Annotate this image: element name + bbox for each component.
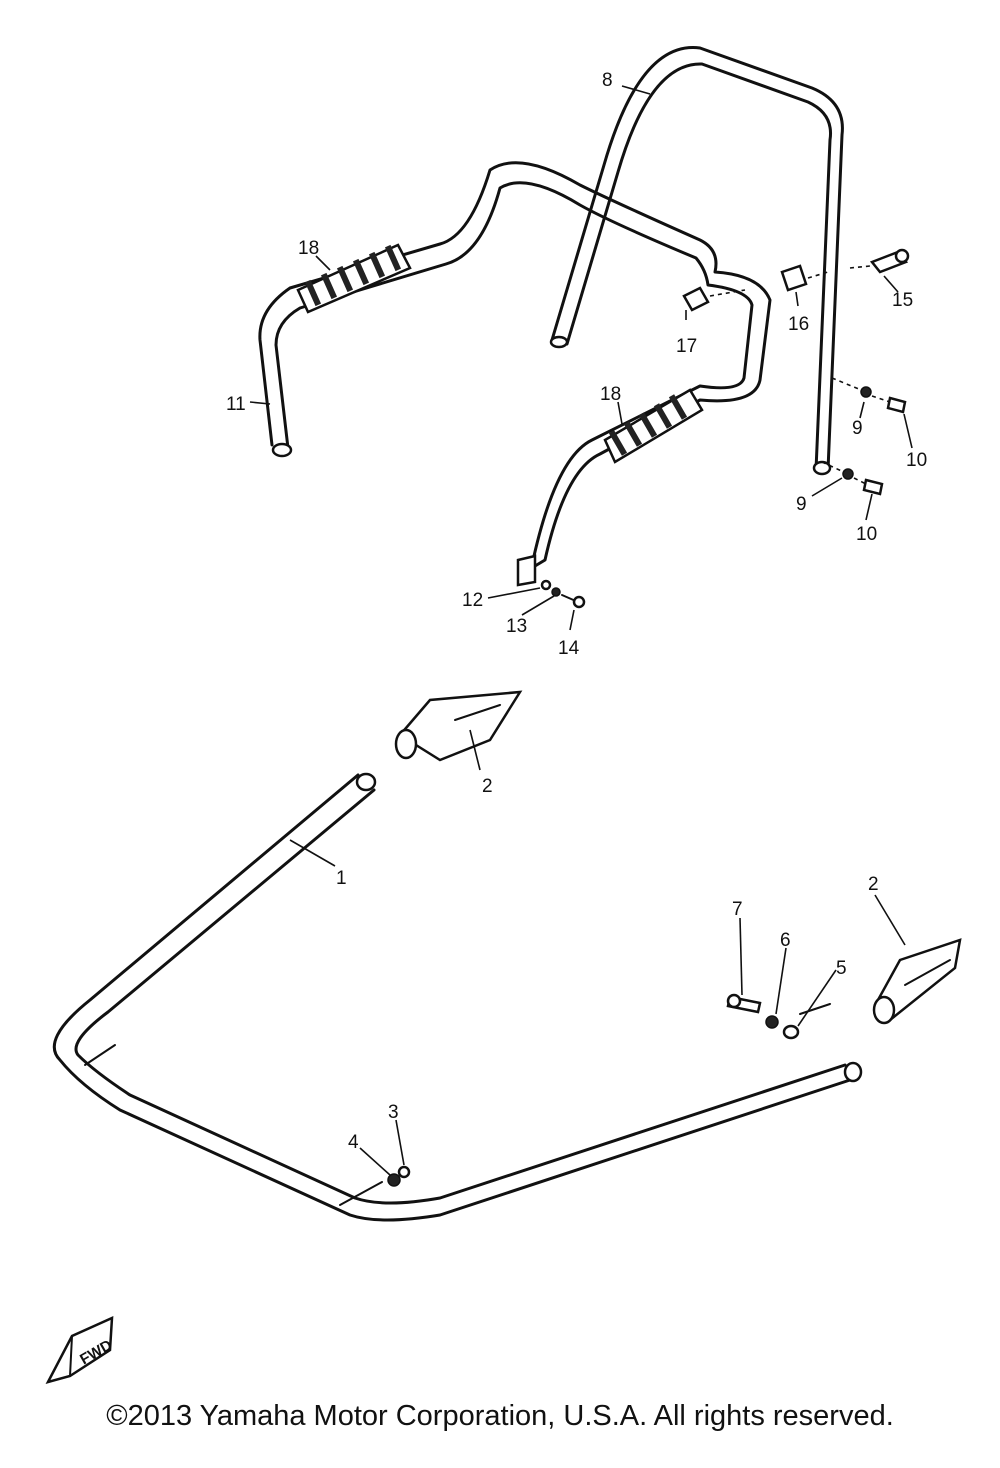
nut-6 <box>765 1015 779 1029</box>
callout-12: 12 <box>462 590 483 611</box>
copyright-notice: ©2013 Yamaha Motor Corporation, U.S.A. A… <box>106 1400 894 1432</box>
fastener-17 <box>682 286 746 312</box>
callout-11: 11 <box>226 394 246 415</box>
callout-13: 13 <box>506 616 527 637</box>
grab-bar-11 <box>258 161 772 587</box>
callout-18-right: 18 <box>600 384 621 405</box>
callout-9-lower: 9 <box>796 494 807 515</box>
callout-8: 8 <box>602 70 613 91</box>
callout-4: 4 <box>348 1132 359 1153</box>
callout-2-upper: 2 <box>482 776 493 797</box>
fastener-16 <box>780 264 829 292</box>
grip-18-right <box>603 388 704 464</box>
fasteners-3-4 <box>387 1165 411 1187</box>
backrest-hoop-8 <box>549 46 844 476</box>
callout-6: 6 <box>780 930 791 951</box>
callout-5: 5 <box>836 958 847 979</box>
leader-lines <box>249 85 913 1176</box>
end-cap-2-upper <box>394 690 523 762</box>
end-cap-2-lower <box>872 938 962 1025</box>
callout-17: 17 <box>676 336 697 357</box>
bolt-7 <box>726 993 762 1014</box>
callout-15: 15 <box>892 290 913 311</box>
fwd-arrow-icon: FWD <box>45 1316 115 1384</box>
callout-7: 7 <box>732 899 743 920</box>
callout-1: 1 <box>336 868 347 889</box>
parts-diagram: 8 18 11 18 17 16 15 9 10 9 10 12 13 14 2… <box>45 46 962 1384</box>
callout-3: 3 <box>388 1102 399 1123</box>
fasteners-9-10-lower <box>821 461 884 496</box>
callout-18-left: 18 <box>298 238 319 259</box>
callout-labels: 8 18 11 18 17 16 15 9 10 9 10 12 13 14 2… <box>226 70 927 1153</box>
fasteners-9-10-upper <box>831 377 907 414</box>
callout-2-lower: 2 <box>868 874 879 895</box>
callout-10-upper: 10 <box>906 450 927 471</box>
callout-9-upper: 9 <box>852 418 863 439</box>
washer-5 <box>782 1024 800 1040</box>
callout-16: 16 <box>788 314 809 335</box>
bolt-15 <box>849 248 910 274</box>
fasteners-12-13-14 <box>540 579 586 609</box>
grip-18-left <box>296 243 412 314</box>
bumper-frame-1 <box>52 772 863 1222</box>
callout-14: 14 <box>558 638 580 659</box>
callout-10-lower: 10 <box>856 524 877 545</box>
